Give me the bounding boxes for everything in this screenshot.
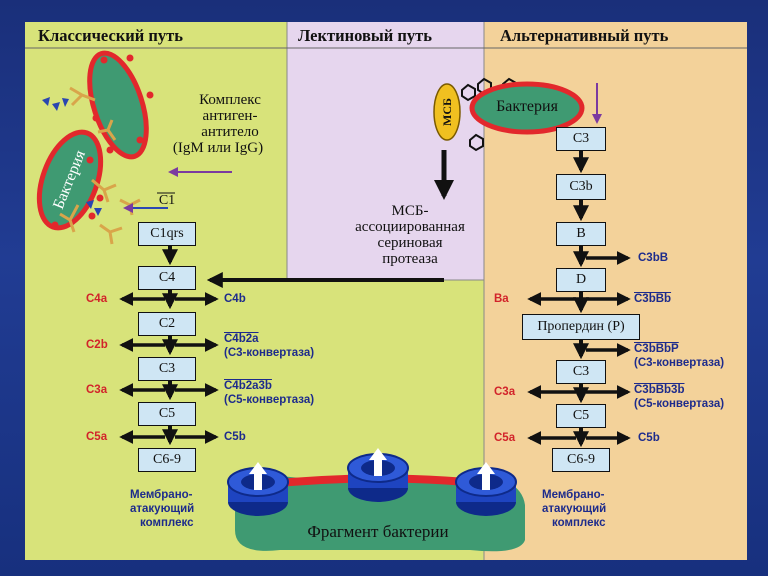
protease-label-1: МСБ- bbox=[391, 203, 429, 219]
alt-product-c5a: C5a bbox=[494, 432, 516, 444]
complex-label-1: Комплекс bbox=[199, 92, 261, 108]
alt-box-b: B bbox=[556, 222, 606, 246]
classical-side-arrows bbox=[119, 292, 219, 444]
complex-label-4: (IgM или IgG) bbox=[172, 140, 264, 156]
c1-molecule-icons bbox=[42, 97, 102, 216]
c1-label: C1 bbox=[158, 193, 176, 208]
product-c4b2a: C4b2a bbox=[224, 333, 259, 345]
classical-box-c4: C4 bbox=[138, 266, 196, 290]
antibody-icons bbox=[59, 86, 141, 245]
alt-product-c3bbb3b: C3bBb3b bbox=[634, 384, 685, 396]
alt-product-c3a: C3a bbox=[494, 386, 516, 398]
alternative-bacteria bbox=[469, 81, 585, 135]
alternative-mac-2: атакующий bbox=[542, 503, 607, 515]
protease-label-3: сериновая bbox=[377, 235, 443, 251]
product-c3-convertase: (C3-конвертаза) bbox=[224, 347, 315, 359]
product-c4b: C4b bbox=[224, 293, 246, 305]
alternative-mac-1: Мембрано- bbox=[542, 489, 605, 501]
classical-box-c1qrs: C1qrs bbox=[138, 222, 196, 246]
classical-box-c5: C5 bbox=[138, 402, 196, 426]
alt-box-c3: C3 bbox=[556, 127, 606, 151]
classical-mac-3: комплекс bbox=[140, 517, 194, 529]
mac-pore-icons bbox=[227, 448, 517, 516]
product-c4b2a3b: C4b2a3b bbox=[224, 380, 272, 392]
protease-label-4: протеаза bbox=[382, 251, 438, 267]
antigen-dots bbox=[51, 54, 154, 229]
alt-box-d: D bbox=[556, 268, 606, 292]
alt-product-c3bbbp: C3bBbP bbox=[634, 343, 679, 355]
classical-mac-2: атакующий bbox=[130, 503, 195, 515]
classical-box-c3: C3 bbox=[138, 357, 196, 381]
product-c5b: C5b bbox=[224, 431, 246, 443]
product-c4a: C4a bbox=[86, 293, 108, 305]
lectin-header: Лектиновый путь bbox=[298, 26, 432, 45]
alt-product-c3-convertase: (C3-конвертаза) bbox=[634, 357, 725, 369]
classical-mac-1: Мембрано- bbox=[130, 489, 193, 501]
product-c2b: C2b bbox=[86, 339, 108, 351]
complex-label-3: антитело bbox=[201, 124, 259, 140]
product-c5a: C5a bbox=[86, 431, 108, 443]
fragment-label: Фрагмент бактерии bbox=[307, 522, 449, 541]
alternative-bacteria-label: Бактерия bbox=[496, 98, 558, 115]
alt-box-c6-9: C6-9 bbox=[552, 448, 610, 472]
alt-box-c5: C5 bbox=[556, 404, 606, 428]
alternative-mac-3: комплекс bbox=[552, 517, 606, 529]
classical-box-c6-9: C6-9 bbox=[138, 448, 196, 472]
lectin-panel-top bbox=[287, 22, 484, 280]
msb-label: МСБ bbox=[440, 98, 454, 126]
classical-box-c2: C2 bbox=[138, 312, 196, 336]
alt-product-c3bbb: C3bBb bbox=[634, 293, 672, 305]
alt-product-c5b: C5b bbox=[638, 432, 660, 444]
complex-label-2: антиген- bbox=[202, 108, 258, 124]
product-c5-convertase: (C5-конвертаза) bbox=[224, 394, 315, 406]
classical-header: Классический путь bbox=[38, 26, 184, 45]
alt-product-c3bb: C3bB bbox=[638, 252, 669, 264]
alt-product-c5-convertase: (C5-конвертаза) bbox=[634, 398, 725, 410]
alt-box-c3-2: C3 bbox=[556, 360, 606, 384]
alternative-header: Альтернативный путь bbox=[500, 26, 669, 45]
alt-box-c3b: C3b bbox=[556, 174, 606, 200]
alternative-side-arrows bbox=[527, 251, 631, 445]
alt-box-properdin: Пропердин (P) bbox=[522, 314, 640, 340]
protease-label-2: ассоциированная bbox=[355, 219, 465, 235]
alt-product-ba: Ba bbox=[494, 293, 509, 305]
product-c3a: C3a bbox=[86, 384, 108, 396]
